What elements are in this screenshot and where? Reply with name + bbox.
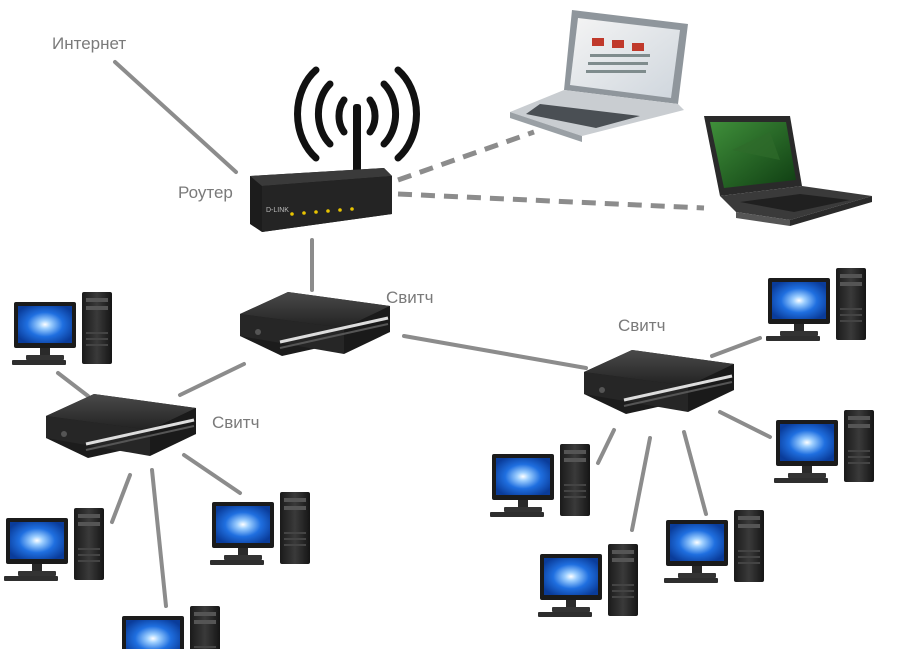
wifi-links <box>397 129 705 211</box>
pc-right-3 <box>490 444 590 517</box>
cable-switch-center-switch-right <box>402 334 588 370</box>
cable-switch-right-pc-5 <box>682 430 708 516</box>
wifi-icon <box>294 66 420 162</box>
switch-center <box>238 290 392 358</box>
cable-internet-router <box>113 60 238 174</box>
cable-switch-right-pc-3 <box>596 428 616 465</box>
cable-switch-left-pc-2 <box>110 473 132 524</box>
cables <box>56 60 772 608</box>
switch-left-label: Свитч <box>212 413 259 432</box>
cable-switch-right-pc-1 <box>710 336 762 358</box>
switch-left <box>44 392 198 460</box>
internet-label: Интернет <box>52 34 126 53</box>
pc-left-1 <box>12 292 112 365</box>
laptop-2 <box>704 116 872 226</box>
wifi-link-laptop-2 <box>397 191 705 211</box>
switch-center-label: Свитч <box>386 288 433 307</box>
pc-left-2 <box>4 508 104 581</box>
pc-right-2 <box>774 410 874 483</box>
router-label: Роутер <box>178 183 233 202</box>
switch-right <box>582 348 736 416</box>
router: D-LINK <box>250 66 420 232</box>
pc-left-4 <box>120 606 220 649</box>
cable-switch-left-pc-4 <box>182 453 242 495</box>
router-antenna <box>353 104 361 174</box>
pc-right-4 <box>538 544 638 617</box>
pc-left-3 <box>210 492 310 565</box>
router-brand: D-LINK <box>266 207 289 214</box>
cable-switch-right-pc-4 <box>630 436 652 532</box>
router-leds <box>290 207 354 216</box>
laptop-1 <box>510 10 688 142</box>
cable-switch-right-pc-2 <box>718 410 772 439</box>
pc-right-1 <box>766 268 866 341</box>
cable-switch-center-switch-left <box>178 362 246 397</box>
cable-switch-left-pc-1 <box>56 371 90 398</box>
pc-right-5 <box>664 510 764 583</box>
wifi-link-laptop-1 <box>397 129 535 183</box>
cable-switch-left-pc-3 <box>150 468 168 608</box>
switch-right-label: Свитч <box>618 316 665 335</box>
